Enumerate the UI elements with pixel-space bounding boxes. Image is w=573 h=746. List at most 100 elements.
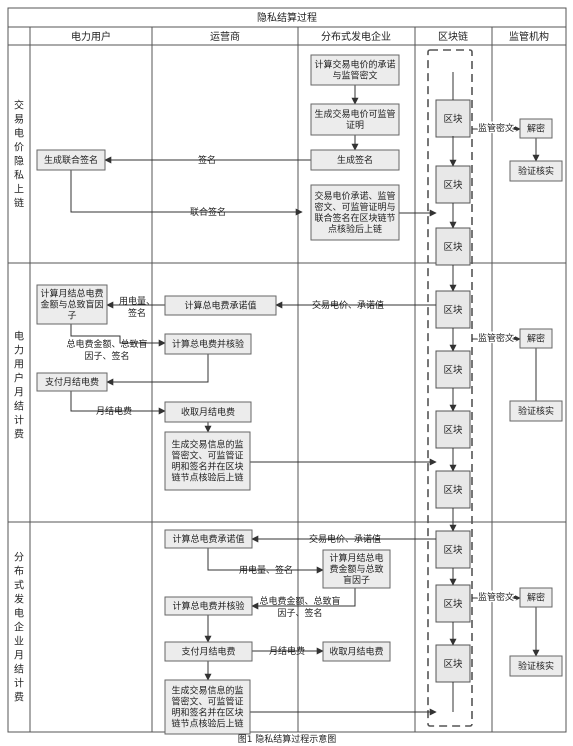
box-operator-calc-commit-2-text: 计算总电费承诺值 xyxy=(172,533,244,545)
block-8: 区块 xyxy=(435,530,471,569)
box-user-pay-fee: 支付月结电费 xyxy=(36,372,108,392)
box-price-upload-chain-text: 交易电价承诺、监管密文、可监管证明与联合签名在区块链节点核验后上链 xyxy=(314,190,395,235)
block-label: 区块 xyxy=(443,241,463,253)
figure-caption: 图1 隐私结算过程示意图 xyxy=(238,733,337,745)
box-generator-receive-fee-text: 收取月结电费 xyxy=(329,646,383,658)
block-label: 区块 xyxy=(443,179,463,191)
diagram-title: 隐私结算过程 xyxy=(257,11,317,24)
phase-label-user-billing: 电力用户月结计费 xyxy=(14,330,24,441)
blockchain-container xyxy=(427,49,473,727)
column-header-operator: 运营商 xyxy=(210,30,240,43)
box-user-calc-total-text: 计算月结总电费金额与总致盲因子 xyxy=(40,288,103,322)
regulator-flows xyxy=(472,125,540,657)
edge-label-price-commit-1: 交易电价、承诺值 xyxy=(312,299,384,311)
block-3: 区块 xyxy=(435,227,471,266)
box-operator-calc-verify: 计算总电费并核验 xyxy=(164,333,252,355)
box-regulator-decrypt-2: 解密 xyxy=(519,328,553,349)
edge-label-monthly-fee-2: 月结电费 xyxy=(269,645,305,657)
phase-label-generator-billing: 分布式发电企业月结计费 xyxy=(14,552,24,704)
box-operator-upload-chain-text: 生成交易信息的监管密文、可监管证明和签名并在区块链节点核验后上链 xyxy=(171,439,243,484)
box-generator-calc-total: 计算月结总电费金额与总致盲因子 xyxy=(322,549,391,589)
box-generator-receive-fee: 收取月结电费 xyxy=(322,641,391,662)
box-generate-joint-signature-text: 生成联合签名 xyxy=(44,154,98,166)
box-user-calc-total: 计算月结总电费金额与总致盲因子 xyxy=(36,284,108,325)
box-regulator-verify-1-text: 验证核实 xyxy=(518,165,554,177)
edge-label-total-fee-1: 总电费金额、总致盲因子、签名 xyxy=(66,338,147,362)
process-boxes: 计算交易电价的承诺与监管密文 生成交易电价可监管证明 生成签名 生成联合签名 交… xyxy=(36,54,563,735)
box-operator-upload-chain-2-text: 生成交易信息的监管密文、可监管证明和签名并在区块链节点核验后上链 xyxy=(171,685,243,730)
box-regulator-verify-3: 验证核实 xyxy=(509,655,563,677)
column-header-blockchain: 区块链 xyxy=(438,30,468,43)
box-regulator-verify-2-text: 验证核实 xyxy=(518,405,554,417)
block-label: 区块 xyxy=(443,424,463,436)
block-label: 区块 xyxy=(443,304,463,316)
box-regulator-decrypt-2-text: 解密 xyxy=(527,333,545,345)
box-operator-receive-fee: 收取月结电费 xyxy=(164,401,252,423)
box-generate-price-proof: 生成交易电价可监管证明 xyxy=(310,103,400,136)
column-header-power-user: 电力用户 xyxy=(71,30,111,43)
box-regulator-decrypt-1-text: 解密 xyxy=(527,123,545,135)
box-generate-signature: 生成签名 xyxy=(310,149,400,171)
edge-label-usage-signature-1: 用电量、签名 xyxy=(119,295,155,319)
block-10: 区块 xyxy=(435,644,471,683)
block-2: 区块 xyxy=(435,165,471,204)
box-generate-signature-text: 生成签名 xyxy=(337,154,373,166)
block-label: 区块 xyxy=(443,544,463,556)
box-compute-price-commitment-text: 计算交易电价的承诺与监管密文 xyxy=(314,59,395,82)
edge-label-regulatory-ciphertext-2: 监管密文 xyxy=(478,332,514,344)
box-generator-calc-total-text: 计算月结总电费金额与总致盲因子 xyxy=(329,552,383,586)
edge-label-total-fee-1-text: 总电费金额、总致盲因子、签名 xyxy=(66,338,147,362)
phase-1-flows xyxy=(70,85,437,217)
block-6: 区块 xyxy=(435,410,471,449)
box-operator-calc-commit-text: 计算总电费承诺值 xyxy=(184,300,256,312)
box-operator-receive-fee-text: 收取月结电费 xyxy=(181,406,235,418)
block-4: 区块 xyxy=(435,290,471,329)
block-label: 区块 xyxy=(443,364,463,376)
phase-labels: 交易电价隐私上链 电力用户月结计费 分布式发电企业月结计费 xyxy=(14,99,24,704)
phase-label-user-billing-text: 电力用户月结计费 xyxy=(14,330,24,441)
box-user-pay-fee-text: 支付月结电费 xyxy=(45,376,99,388)
edge-label-monthly-fee-1: 月结电费 xyxy=(96,405,132,417)
edge-label-regulatory-ciphertext-1: 监管密文 xyxy=(478,122,514,134)
box-operator-calc-verify-2: 计算总电费并核验 xyxy=(164,596,253,616)
swimlane-grid xyxy=(7,7,567,733)
box-regulator-verify-3-text: 验证核实 xyxy=(518,660,554,672)
block-5: 区块 xyxy=(435,350,471,389)
block-1: 区块 xyxy=(435,99,471,138)
phase-label-generator-billing-text: 分布式发电企业月结计费 xyxy=(14,552,24,704)
box-regulator-decrypt-1: 解密 xyxy=(519,118,553,139)
box-operator-upload-chain: 生成交易信息的监管密文、可监管证明和签名并在区块链节点核验后上链 xyxy=(164,431,251,491)
column-headers: 电力用户 运营商 分布式发电企业 区块链 监管机构 xyxy=(71,30,549,43)
column-header-generator: 分布式发电企业 xyxy=(321,30,391,43)
block-label: 区块 xyxy=(443,113,463,125)
block-9: 区块 xyxy=(435,584,471,623)
edge-label-signature: 签名 xyxy=(198,154,216,166)
box-generate-price-proof-text: 生成交易电价可监管证明 xyxy=(314,108,395,131)
edge-label-usage-signature-1-text: 用电量、签名 xyxy=(119,295,155,319)
block-label: 区块 xyxy=(443,658,463,670)
box-operator-calc-verify-2-text: 计算总电费并核验 xyxy=(172,600,244,612)
phase-label-price-upload: 交易电价隐私上链 xyxy=(14,99,24,210)
box-generate-joint-signature: 生成联合签名 xyxy=(36,149,106,171)
edge-label-usage-signature-2: 用电量、签名 xyxy=(239,564,293,576)
edge-label-joint-signature: 联合签名 xyxy=(190,206,226,218)
edge-label-price-commit-2: 交易电价、承诺值 xyxy=(309,533,381,545)
block-label: 区块 xyxy=(443,598,463,610)
edge-label-regulatory-ciphertext-3: 监管密文 xyxy=(478,591,514,603)
box-operator-calc-commit: 计算总电费承诺值 xyxy=(164,295,277,316)
box-regulator-decrypt-3: 解密 xyxy=(519,587,553,608)
edge-label-total-fee-2-text: 总电费金额、总致盲因子、签名 xyxy=(259,595,340,619)
box-operator-upload-chain-2: 生成交易信息的监管密文、可监管证明和签名并在区块链节点核验后上链 xyxy=(164,679,251,735)
phase-label-price-upload-text: 交易电价隐私上链 xyxy=(14,99,24,210)
phase-3-flows xyxy=(204,535,437,716)
column-header-regulator: 监管机构 xyxy=(509,30,549,43)
phase-2-flows xyxy=(70,301,437,466)
box-operator-pay-fee-text: 支付月结电费 xyxy=(181,646,235,658)
box-operator-calc-verify-text: 计算总电费并核验 xyxy=(172,338,244,350)
block-label: 区块 xyxy=(443,484,463,496)
box-compute-price-commitment: 计算交易电价的承诺与监管密文 xyxy=(310,54,400,86)
edge-label-total-fee-2: 总电费金额、总致盲因子、签名 xyxy=(259,595,340,619)
box-regulator-decrypt-3-text: 解密 xyxy=(527,592,545,604)
box-operator-calc-commit-2: 计算总电费承诺值 xyxy=(164,529,253,549)
